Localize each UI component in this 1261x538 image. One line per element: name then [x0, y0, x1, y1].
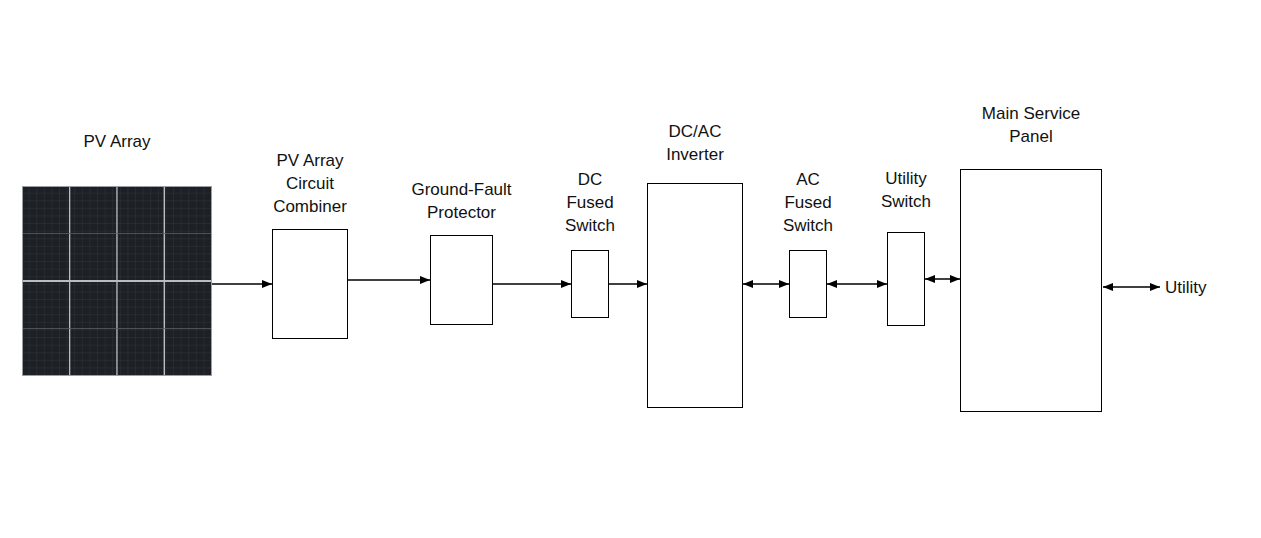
- component-label: PV Array Circuit Combiner: [263, 149, 358, 218]
- flow-arrow: [925, 278, 960, 279]
- pv-array-box: PV Array: [22, 186, 212, 376]
- component-box: DC Fused Switch: [571, 250, 609, 318]
- flow-arrow: [348, 279, 430, 280]
- component-label: PV Array: [57, 130, 177, 153]
- flow-arrow: [212, 283, 272, 284]
- component-label: AC Fused Switch: [778, 168, 838, 237]
- component-box: DC/AC Inverter: [647, 183, 743, 408]
- solar-panel-picture: [22, 186, 212, 376]
- component-label: Main Service Panel: [971, 102, 1091, 148]
- component-box: PV Array Circuit Combiner: [272, 229, 348, 339]
- component-label: Utility Switch: [874, 167, 939, 213]
- utility-label: Utility: [1165, 276, 1207, 299]
- component-box: Ground-Fault Protector: [430, 235, 493, 325]
- component-label: DC Fused Switch: [560, 168, 620, 237]
- component-box: Main Service Panel: [960, 169, 1102, 412]
- component-box: Utility Switch: [887, 232, 925, 326]
- flow-arrow: [743, 283, 789, 284]
- utility-arrow: [1103, 286, 1160, 287]
- component-label: DC/AC Inverter: [655, 120, 735, 166]
- flow-arrow: [493, 283, 571, 284]
- flow-arrow: [609, 283, 647, 284]
- component-box: AC Fused Switch: [789, 250, 827, 318]
- flow-arrow: [827, 283, 887, 284]
- component-label: Ground-Fault Protector: [404, 178, 519, 224]
